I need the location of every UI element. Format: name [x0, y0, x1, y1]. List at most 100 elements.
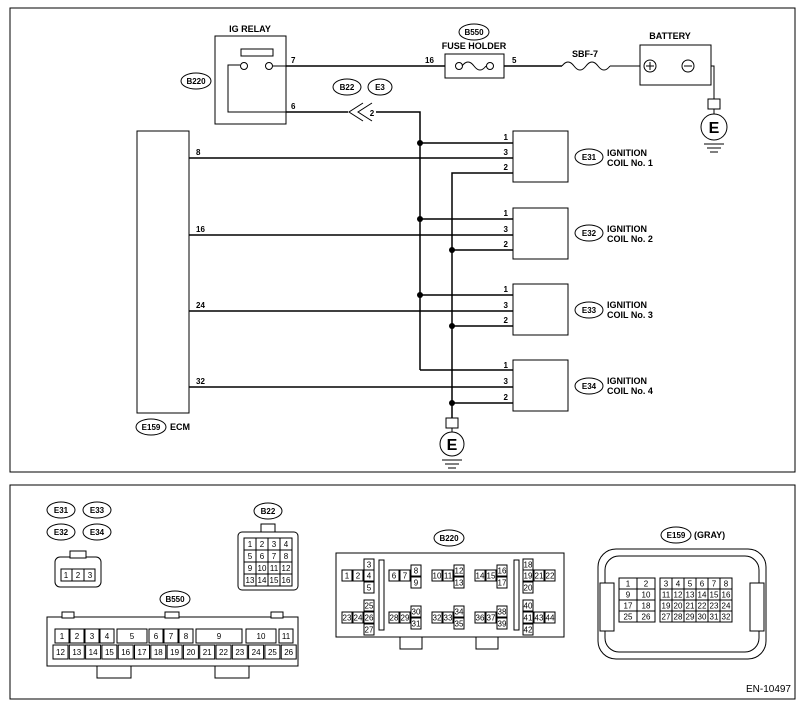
b220-pin-10-cell — [431, 569, 443, 582]
b220-pin-5-cell — [363, 581, 375, 594]
b220-pin-38: 38 — [498, 608, 507, 617]
figure-id: EN-10497 — [746, 684, 791, 695]
view-tag-e159-text: E159 — [667, 531, 686, 540]
junction-ground-2 — [449, 247, 455, 253]
b550-pin-2: 2 — [75, 632, 80, 641]
b220-pin-28: 28 — [390, 614, 399, 623]
b220-pin-13: 13 — [455, 579, 464, 588]
b220-pin-18: 18 — [524, 561, 533, 570]
b550-pin-19-cell — [166, 644, 183, 660]
b220-pin-30: 30 — [412, 608, 421, 617]
b550-pin-3: 3 — [90, 632, 95, 641]
b22-pin-16-cell — [279, 573, 293, 587]
sbf-label: SBF-7 — [572, 49, 598, 59]
e159-pin-23: 23 — [710, 602, 719, 611]
connector-tag-e3-text: E3 — [375, 83, 385, 92]
b550-tab-mid — [164, 611, 180, 619]
e159-pin-19: 19 — [662, 602, 671, 611]
b550-tab-right — [270, 611, 284, 619]
b220-pin-40-cell — [522, 599, 534, 612]
b220-pin-2-cell — [352, 569, 364, 582]
wire-ground-bus — [451, 172, 513, 418]
fuse-terminal-right — [486, 62, 494, 70]
view-tag-b220 — [433, 529, 465, 547]
b220-rib-left — [378, 559, 385, 631]
b220-pin-24-cell — [352, 611, 364, 624]
view-tag-e33 — [82, 501, 112, 519]
b220-pin-38-cell — [496, 605, 508, 618]
e159-pin-13: 13 — [686, 591, 695, 600]
b220-pin-19: 19 — [524, 572, 533, 581]
b220-pin-11-cell — [442, 569, 454, 582]
coil2-pin3: 3 — [504, 225, 509, 234]
connector-tag-b550 — [458, 23, 490, 41]
b220-pin-17: 17 — [498, 579, 507, 588]
b550-pin-14-cell — [85, 644, 102, 660]
coil1-pin1: 1 — [504, 133, 509, 142]
view-tag-b550 — [159, 590, 191, 608]
connector-tag-b220-text: B220 — [186, 77, 206, 86]
relay-coil-path — [227, 64, 286, 113]
coil3-label-line2: COIL No. 3 — [607, 310, 653, 320]
pin-ecm-16: 16 — [196, 225, 205, 234]
b550-pin-22: 22 — [219, 648, 228, 657]
b220-pin-29: 29 — [401, 614, 410, 623]
b22-pin-1: 1 — [248, 540, 253, 549]
e159-pin-3: 3 — [664, 580, 669, 589]
joint-chevron-outer — [348, 102, 364, 122]
coil3-pin3: 3 — [504, 301, 509, 310]
coil-view-pin-3: 3 — [88, 571, 93, 580]
b220-pin-42-cell — [522, 623, 534, 636]
b220-pin-3: 3 — [367, 561, 372, 570]
b22-pin-14: 14 — [258, 576, 267, 585]
b220-pin-36-cell — [474, 611, 486, 624]
coil4-label-line2: COIL No. 4 — [607, 386, 653, 396]
b220-latch-left — [399, 636, 423, 650]
b550-pin-9-cell — [195, 628, 243, 644]
b550-pin-6: 6 — [154, 632, 159, 641]
b220-pin-37-cell — [485, 611, 497, 624]
pin-joint: 2 — [370, 109, 375, 118]
e159-pin-2: 2 — [644, 580, 649, 589]
view-tag-b22 — [253, 502, 283, 520]
coil2-pin1: 1 — [504, 209, 509, 218]
fuse-holder-label: FUSE HOLDER — [442, 41, 507, 51]
b550-pin-25: 25 — [268, 648, 277, 657]
schematic-frame — [9, 7, 796, 473]
b220-pin-24: 24 — [354, 614, 363, 623]
battery-ground-text: E — [709, 120, 720, 137]
b550-pin-6-cell — [148, 628, 164, 644]
e159-pin-11: 11 — [662, 591, 671, 600]
ignition-coil-1: 1 3 2 E31 IGNITION COIL No. 1 — [504, 130, 653, 183]
relay-terminal-right — [265, 62, 273, 70]
ecm-label: ECM — [170, 422, 190, 432]
b550-pin-19: 19 — [170, 648, 179, 657]
e159-pin-12: 12 — [674, 591, 683, 600]
coil4-pin2: 2 — [504, 393, 509, 402]
b220-pin-22: 22 — [546, 572, 555, 581]
e159-pin-14: 14 — [698, 591, 707, 600]
b220-pin-16-cell — [496, 564, 508, 577]
battery-ground-terminal — [707, 98, 721, 110]
b22-pin-3: 3 — [272, 540, 277, 549]
b220-pin-35: 35 — [455, 620, 464, 629]
e159-pin-30: 30 — [698, 613, 707, 622]
connector-tag-e31-text: E31 — [582, 153, 597, 162]
b550-pin-12-cell — [52, 644, 69, 660]
b550-pin-8-cell — [178, 628, 194, 644]
coil4-label-line1: IGNITION — [607, 376, 647, 386]
e159-pin-27: 27 — [662, 613, 671, 622]
b550-pin-17-cell — [134, 644, 150, 660]
b220-pin-32: 32 — [433, 614, 442, 623]
relay-contact-bar — [240, 48, 274, 57]
b220-pin-25: 25 — [365, 602, 374, 611]
ig-relay-label: IG RELAY — [229, 24, 271, 34]
e159-pin-5: 5 — [688, 580, 693, 589]
b550-pin-26-cell — [280, 644, 297, 660]
coil2-pin2: 2 — [504, 240, 509, 249]
b550-pin-5-cell — [116, 628, 148, 644]
b550-pin-2-cell — [69, 628, 85, 644]
b220-pin-41-cell — [522, 611, 534, 624]
b220-pin-37: 37 — [487, 614, 496, 623]
